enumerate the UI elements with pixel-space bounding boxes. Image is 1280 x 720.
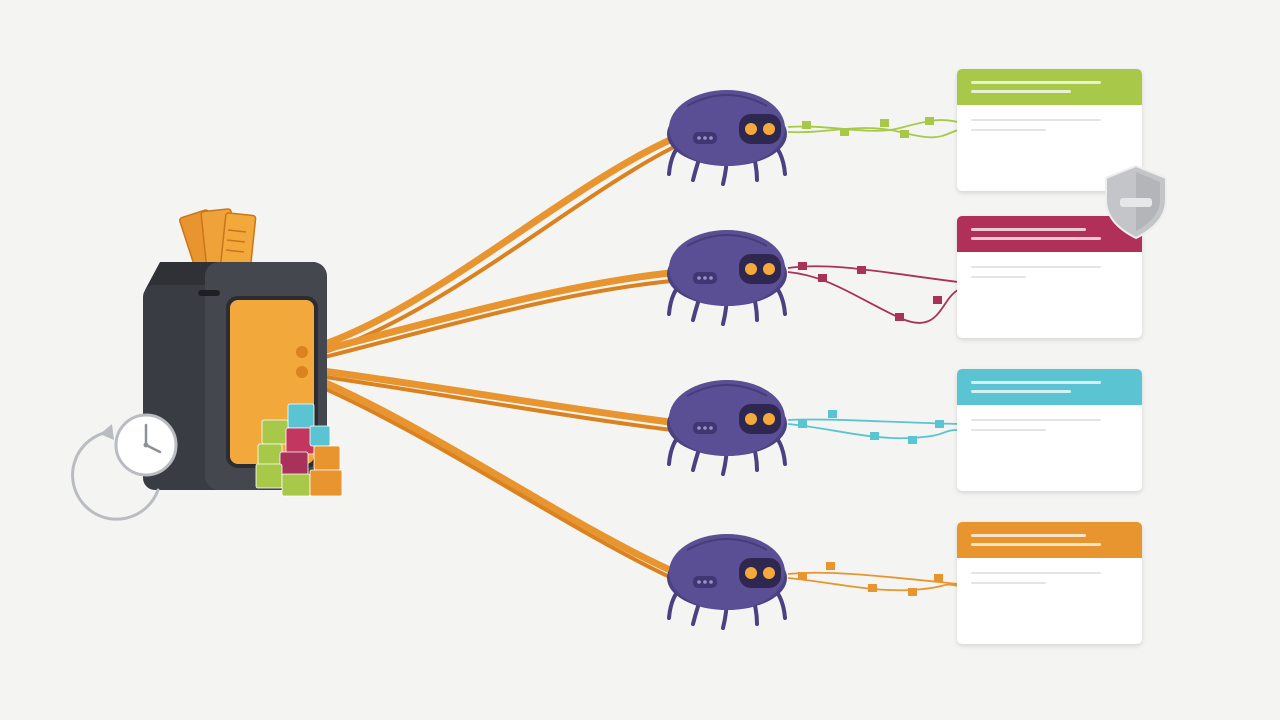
- trail-3: [787, 410, 959, 444]
- crawler-bot-3: [667, 380, 787, 476]
- crawler-bot-2: [667, 230, 787, 326]
- connection-cables: [296, 136, 674, 580]
- cable-to-bot-3-strand: [303, 372, 674, 432]
- trail-1: [787, 117, 959, 139]
- cable-to-bot-1: [296, 136, 674, 356]
- result-card-3: [957, 369, 1142, 491]
- cable-to-bot-4-strand: [303, 378, 674, 580]
- cable-to-bot-4: [296, 368, 674, 574]
- cable-to-bot-2: [296, 269, 674, 360]
- crawler-bots: [667, 90, 787, 630]
- cable-to-bot-3: [296, 364, 674, 426]
- result-card-4: [957, 522, 1142, 644]
- card-header: [957, 69, 1142, 105]
- cube-stack-icon: [255, 403, 343, 497]
- cable-to-bot-2-strand: [303, 279, 674, 364]
- trail-2: [787, 262, 959, 324]
- crawler-bot-4: [667, 534, 787, 630]
- result-card-2: [957, 216, 1142, 338]
- card-header: [957, 216, 1142, 252]
- clock-icon: [71, 413, 178, 521]
- crawler-bot-1: [667, 90, 787, 186]
- trail-4: [787, 562, 959, 596]
- card-header: [957, 522, 1142, 558]
- data-trails: [787, 117, 959, 596]
- card-header: [957, 369, 1142, 405]
- result-card-1: [957, 69, 1142, 191]
